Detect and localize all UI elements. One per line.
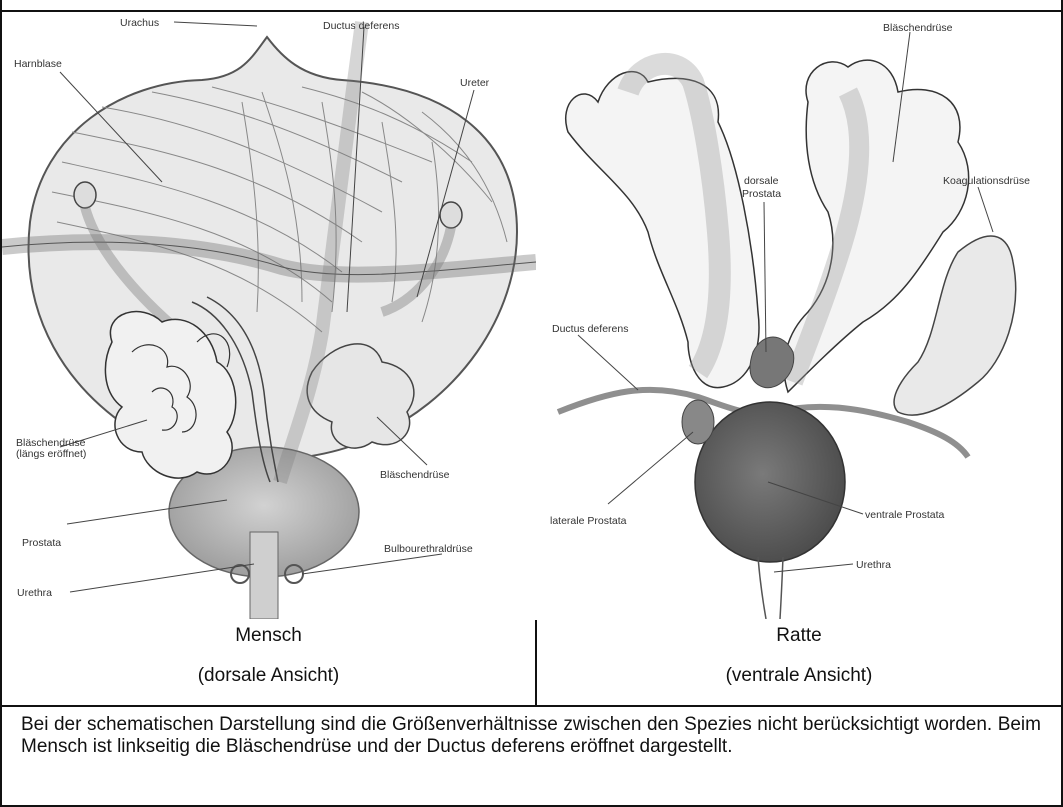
label-ductus-deferens: Ductus deferens <box>323 20 399 32</box>
label-prostata: Prostata <box>22 537 61 549</box>
label-harnblase: Harnblase <box>14 58 62 70</box>
label-rat-dorsale-prostata-1: dorsale <box>744 175 779 187</box>
label-rat-urethra: Urethra <box>856 559 891 571</box>
caption-human-title: Mensch <box>2 625 535 647</box>
caption-human-view: (dorsale Ansicht) <box>2 665 535 687</box>
label-rat-dorsale-prostata-2: Prostata <box>742 188 781 200</box>
label-rat-blaeschendruese: Bläschendrüse <box>883 22 953 34</box>
caption-rat-title: Ratte <box>537 625 1061 647</box>
caption-rat-view: (ventrale Ansicht) <box>537 665 1061 687</box>
label-rat-ventrale-prostata: ventrale Prostata <box>865 509 945 521</box>
rat-urethra <box>758 557 783 619</box>
label-urethra: Urethra <box>17 587 52 599</box>
label-rat-laterale-prostata: laterale Prostata <box>550 515 627 527</box>
rat-anatomy-illustration: Bläschendrüse Koagulationsdrüse dorsale … <box>538 12 1061 619</box>
label-urachus: Urachus <box>120 17 159 29</box>
label-rat-koagulationsdruese: Koagulationsdrüse <box>943 175 1030 187</box>
label-blaeschendruese-open-2: (längs eröffnet) <box>16 448 86 460</box>
human-anatomy-illustration: Urachus Ductus deferens Harnblase Ureter… <box>2 12 536 619</box>
top-border <box>0 0 1063 12</box>
footnote-separator <box>0 705 1063 707</box>
urethra-shape <box>250 532 278 619</box>
bladder-drawing <box>2 37 536 461</box>
rat-ventral-prostata <box>695 402 845 562</box>
label-rat-ductus-deferens: Ductus deferens <box>552 323 628 335</box>
rat-seminal-vesicle-left <box>566 72 759 388</box>
label-blaeschendruese: Bläschendrüse <box>380 469 450 481</box>
label-bulbourethraldruese: Bulbourethraldrüse <box>384 543 473 555</box>
label-ureter: Ureter <box>460 77 490 89</box>
footnote-text: Bei der schematischen Darstellung sind d… <box>21 714 1041 758</box>
